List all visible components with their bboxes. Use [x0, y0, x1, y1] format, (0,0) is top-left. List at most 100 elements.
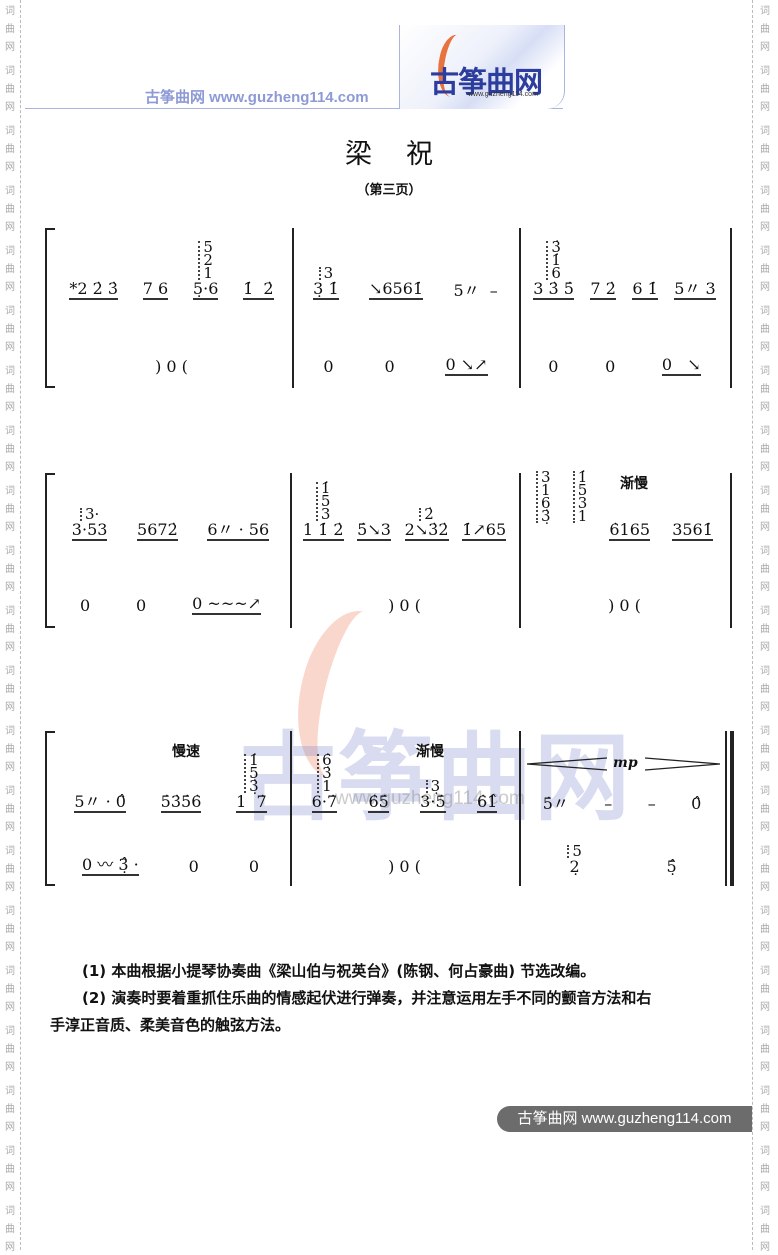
note-text: 0: [384, 357, 395, 376]
chord-stack: 3·: [79, 505, 100, 523]
side-watermark-char: 网: [760, 402, 770, 413]
side-watermark-char: 词: [5, 306, 15, 317]
side-watermark-char: 曲: [760, 504, 770, 515]
side-watermark-char: 词: [760, 846, 770, 857]
side-watermark-char: 曲: [5, 1164, 15, 1175]
chord-note: 1̇: [249, 751, 259, 769]
chord-stack: 3: [318, 264, 334, 282]
note-text: 1 7̇: [236, 792, 267, 813]
note-group: 1̇5̣3̣1 7̇: [236, 751, 267, 813]
note-group: 0: [189, 858, 199, 876]
chord-note: 3̇: [551, 238, 561, 256]
chord-note: 6̣: [541, 494, 551, 512]
note-text: 2↘3̇2̇: [404, 520, 449, 541]
note-text: 1̇↗65: [462, 520, 507, 541]
side-watermark-char: 曲: [760, 264, 770, 275]
side-watermark-char: 网: [5, 522, 15, 533]
side-watermark-char: 词: [5, 546, 15, 557]
side-watermark-char: 网: [5, 882, 15, 893]
note-text: 0: [323, 357, 334, 376]
note-group: 5〃 3: [674, 280, 716, 300]
note-group: 0: [384, 358, 394, 376]
lower-staff: ) 0 (: [57, 336, 286, 376]
side-watermark-char: 网: [760, 522, 770, 533]
system-bracket: [45, 228, 55, 388]
side-watermark-char: 词: [760, 426, 770, 437]
lower-staff: ) 0 (: [296, 836, 513, 876]
side-watermark-char: 网: [5, 762, 15, 773]
side-watermark-char: 词: [760, 666, 770, 677]
note-text: 5̇3̇5̇6̇: [160, 792, 202, 813]
note-text: 0̂: [691, 794, 702, 813]
note-group: 6̇165: [609, 520, 651, 541]
header-site-url[interactable]: 古筝曲网 www.guzheng114.com: [145, 89, 369, 106]
barline: [290, 473, 292, 628]
note-text: 0 ↘↗: [445, 355, 488, 376]
side-watermark-char: 曲: [760, 384, 770, 395]
chord-note: 3: [323, 264, 334, 282]
side-watermark-char: 词: [760, 906, 770, 917]
note-group: 0 〰 3̣̂ ·: [81, 856, 139, 876]
side-watermark-char: 网: [760, 1242, 770, 1253]
note-2: (2) 演奏时要着重抓住乐曲的情感起伏进行弹奏，并注意运用左手不同的颤音方法和右: [82, 989, 652, 1007]
side-watermark-char: 词: [760, 126, 770, 137]
chord-note: 3̣: [249, 777, 259, 795]
note-group: ↘6561̇: [368, 280, 424, 300]
side-watermark-char: 网: [760, 582, 770, 593]
side-watermark-char: 网: [5, 102, 15, 113]
note-text: 6〃 · 56: [207, 520, 270, 541]
side-watermark-char: 词: [760, 786, 770, 797]
note-group: 0: [80, 597, 90, 615]
side-watermark-char: 曲: [5, 1104, 15, 1115]
note-text: 6̇165: [609, 520, 651, 541]
chord-note: 6: [551, 264, 561, 282]
upper-staff: 5̇〃––0̂: [525, 731, 719, 813]
side-watermark-char: 词: [760, 1146, 770, 1157]
note-text: 3 3̇ 5̇: [533, 279, 574, 300]
note-text: 5〃 · 0̂: [74, 792, 126, 813]
barline: [290, 731, 292, 886]
note-group: 7 2̇: [590, 279, 616, 300]
side-watermark-char: 网: [760, 1062, 770, 1073]
side-watermark-char: 曲: [760, 324, 770, 335]
side-watermark-char: 词: [760, 1206, 770, 1217]
page-subtitle: （第三页）: [356, 183, 422, 198]
note-group: 5̇↘3: [357, 521, 391, 541]
note-text: 0 ↘: [661, 355, 701, 376]
chord-note: 3·: [84, 505, 100, 523]
note-group: 0: [605, 358, 615, 376]
note-text: 2̣: [569, 857, 580, 876]
chord-stack: 1̇5̣3̣: [244, 751, 259, 795]
site-logo[interactable]: 古筝曲网 www.guzheng114.com: [399, 25, 565, 109]
lower-staff: ) 0 (: [296, 575, 513, 615]
side-watermark-char: 词: [760, 6, 770, 17]
side-watermark-char: 曲: [760, 1104, 770, 1115]
note-group: 5〃 –: [453, 282, 497, 300]
chord-stack: 5: [567, 842, 582, 860]
chord-stack: 6̇3̇1: [317, 753, 332, 794]
chord-note: 3: [541, 468, 551, 486]
chord-note: 5: [572, 842, 582, 860]
note-group: ) 0 (: [388, 597, 421, 615]
upper-staff: 5〃 · 0̂ 5̇3̇5̇6̇ 1̇5̣3̣1 7̇: [57, 731, 284, 813]
note-text: 5̇↘3: [357, 520, 391, 541]
side-watermark-char: 词: [760, 186, 770, 197]
side-watermark-char: 词: [5, 66, 15, 77]
side-watermark-char: 词: [5, 1206, 15, 1217]
chord-note: 5: [577, 481, 588, 499]
note-group: 1̇ 2̇: [243, 280, 274, 300]
chord-note: 2̇: [424, 505, 434, 523]
side-watermark-char: 曲: [760, 624, 770, 635]
note-group: 5〃 · 0̂: [74, 793, 126, 813]
footer-site-link[interactable]: 古筝曲网 www.guzheng114.com: [497, 1106, 752, 1132]
side-watermark-char: 网: [5, 942, 15, 953]
note-text: 7 2̇: [590, 279, 616, 300]
